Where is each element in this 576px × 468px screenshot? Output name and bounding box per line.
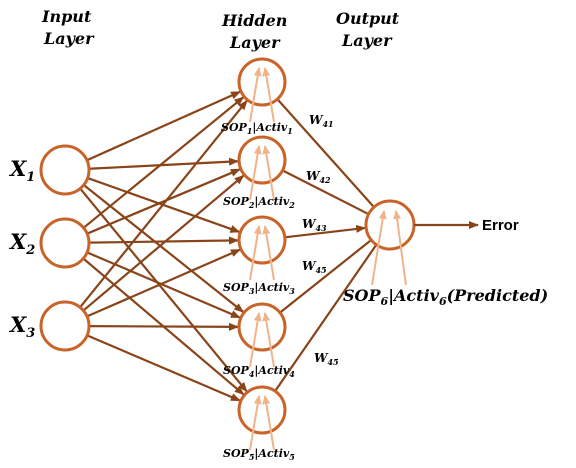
input-label-3: X3 <box>8 312 35 341</box>
hidden-layer-header-line2: Layer <box>229 33 281 52</box>
edge-input3-hidden4 <box>88 322 240 331</box>
input-label-1: X1 <box>8 156 35 185</box>
edge-hidden1-output <box>276 98 375 208</box>
weight-label-w43: W43 <box>302 217 327 233</box>
hidden5-activ-arrow <box>262 395 275 451</box>
hidden5-sop-arrow <box>249 395 262 451</box>
input-node-2 <box>39 217 91 269</box>
hidden-layer-header-line1: Hidden <box>221 11 287 30</box>
hidden1-sop-arrow <box>249 67 262 123</box>
input-layer-header-line2: Layer <box>43 29 95 48</box>
output-sop-arrow <box>371 210 387 286</box>
edge-input2-hidden2 <box>86 168 241 235</box>
hidden-node-3 <box>237 215 287 265</box>
output-label: SOP6|Activ6(Predicted) <box>343 286 548 308</box>
hidden2-sop-arrow <box>249 145 262 201</box>
edge-input2-hidden1 <box>82 96 245 229</box>
hidden-label-2: SOP2|Activ2 <box>223 195 295 210</box>
hidden-node-2 <box>237 135 287 185</box>
weight-label-w41: W41 <box>309 113 334 129</box>
hidden-label-5: SOP5|Activ5 <box>223 447 295 462</box>
hidden-label-4: SOP4|Activ4 <box>223 364 295 379</box>
hidden4-activ-arrow <box>262 312 275 368</box>
edge-input2-hidden3 <box>88 236 240 245</box>
hidden2-activ-arrow <box>262 145 275 201</box>
hidden-label-3: SOP3|Activ3 <box>223 281 295 296</box>
output-layer-header-line2: Layer <box>341 31 393 50</box>
edge-hidden4-output <box>279 239 372 314</box>
edge-input3-hidden5 <box>86 334 241 402</box>
edge-input3-hidden2 <box>82 174 245 312</box>
hidden4-sop-arrow <box>249 312 262 368</box>
hidden-node-5 <box>237 385 287 435</box>
edge-input1-hidden5 <box>79 187 248 393</box>
edge-hidden5-output <box>274 244 377 392</box>
hidden-label-1: SOP1|Activ1 <box>221 121 293 136</box>
edge-input1-hidden1 <box>86 90 241 162</box>
edge-input3-hidden3 <box>86 248 241 318</box>
weight-label-w45-upper: W45 <box>302 259 327 275</box>
edge-input2-hidden4 <box>86 251 241 319</box>
input-node-3 <box>39 300 91 352</box>
edge-input1-hidden2 <box>88 157 240 170</box>
input-node-1 <box>39 144 91 196</box>
hidden3-sop-arrow <box>249 225 262 281</box>
hidden-node-1 <box>237 57 287 107</box>
error-label: Error <box>482 217 519 234</box>
edge-hidden2-output <box>282 169 369 215</box>
hidden3-activ-arrow <box>262 225 275 281</box>
activation-input-arrows <box>249 67 407 451</box>
hidden-node-4 <box>237 302 287 352</box>
connection-edges <box>79 90 377 402</box>
input-label-2: X2 <box>8 229 35 258</box>
weight-label-w45-lower: W45 <box>314 351 339 367</box>
weight-label-w42: W42 <box>306 169 331 185</box>
input-layer-header-line1: Input <box>41 7 92 26</box>
output-layer-header-line1: Output <box>336 9 400 28</box>
edge-input3-hidden1 <box>79 99 248 309</box>
hidden1-activ-arrow <box>262 67 275 123</box>
output-node <box>364 199 416 251</box>
output-activ-arrow <box>393 210 407 286</box>
edge-hidden3-output <box>284 224 367 239</box>
